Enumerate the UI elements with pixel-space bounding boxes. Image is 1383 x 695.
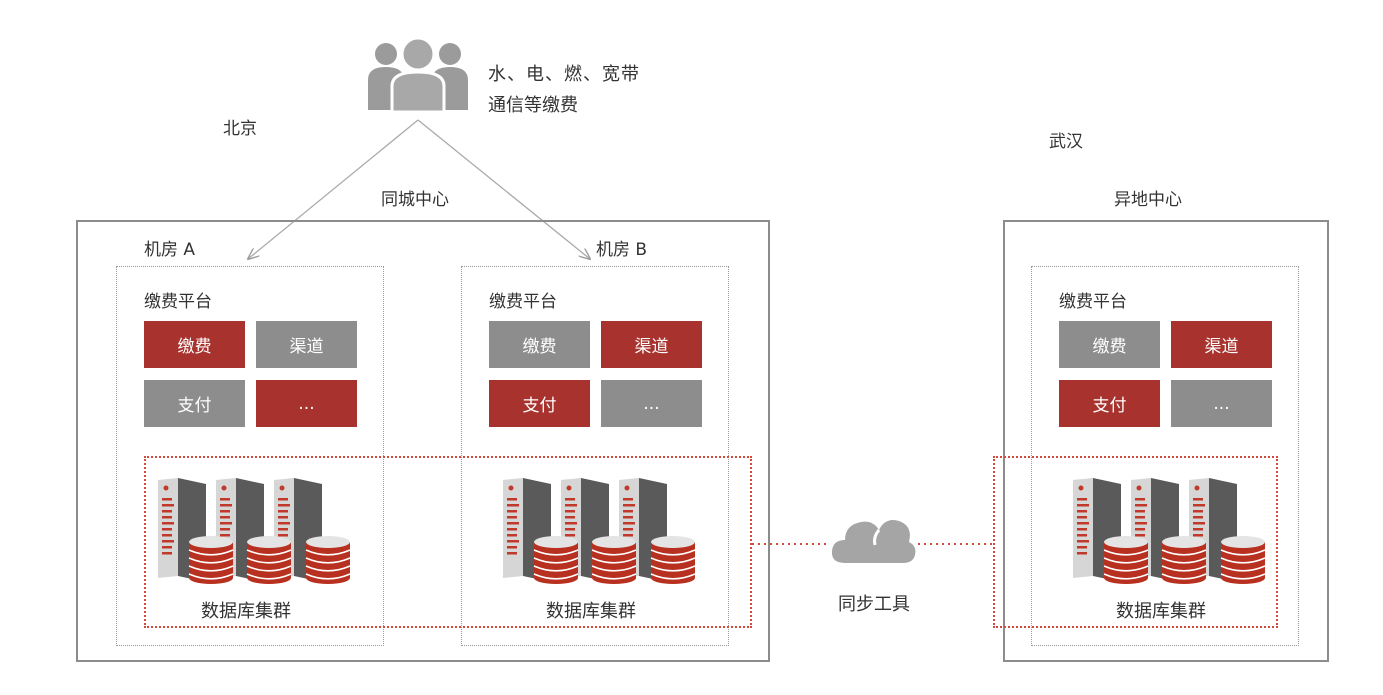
module-channel-remote: 渠道	[1171, 321, 1272, 368]
platform-title-remote: 缴费平台	[1059, 292, 1127, 312]
database-stack-icon	[1103, 536, 1149, 584]
users-caption-line1: 水、电、燃、宽带	[488, 64, 640, 85]
sync-tool-label: 同步工具	[838, 594, 910, 615]
cluster-label-remote: 数据库集群	[1116, 601, 1206, 622]
database-stack-icon	[305, 536, 351, 584]
room-b-label: 机房 B	[596, 240, 648, 260]
location-beijing: 北京	[223, 119, 257, 139]
server-cluster-icon	[1073, 478, 1266, 584]
server-cluster-b	[501, 472, 701, 584]
db-cluster-box-same-city	[144, 456, 752, 628]
server-cluster-icon	[158, 478, 351, 584]
module-pay-b: 支付	[489, 380, 590, 427]
module-fee-b: 缴费	[489, 321, 590, 368]
remote-center-label: 异地中心	[1114, 190, 1182, 210]
module-pay-remote: 支付	[1059, 380, 1160, 427]
db-cluster-box-remote	[993, 456, 1278, 628]
same-city-center-frame	[76, 220, 770, 662]
cluster-label-b: 数据库集群	[546, 601, 636, 622]
module-more-a: ...	[256, 380, 357, 427]
module-more-remote: ...	[1171, 380, 1272, 427]
platform-title-a: 缴费平台	[144, 292, 212, 312]
database-stack-icon	[533, 536, 579, 584]
database-stack-icon	[246, 536, 292, 584]
server-cluster-icon	[503, 478, 696, 584]
same-city-center-label: 同城中心	[381, 190, 449, 210]
module-fee-remote: 缴费	[1059, 321, 1160, 368]
module-pay-a: 支付	[144, 380, 245, 427]
server-cluster-a	[156, 472, 356, 584]
database-stack-icon	[1220, 536, 1266, 584]
cluster-label-a: 数据库集群	[201, 601, 291, 622]
database-stack-icon	[1161, 536, 1207, 584]
module-channel-b: 渠道	[601, 321, 702, 368]
database-stack-icon	[591, 536, 637, 584]
location-wuhan: 武汉	[1049, 132, 1083, 152]
server-icon	[503, 478, 551, 582]
database-stack-icon	[650, 536, 696, 584]
room-a-label: 机房 A	[144, 240, 196, 260]
users-group-icon	[368, 36, 468, 112]
module-more-b: ...	[601, 380, 702, 427]
server-cluster-remote	[1071, 472, 1271, 584]
remote-center-frame	[1003, 220, 1329, 662]
platform-title-b: 缴费平台	[489, 292, 557, 312]
users-caption-line2: 通信等缴费	[488, 95, 578, 116]
arrow-to-room-a	[248, 119, 419, 259]
arrow-to-room-b	[417, 119, 590, 259]
module-fee-a: 缴费	[144, 321, 245, 368]
cloud-icon	[831, 520, 916, 563]
module-channel-a: 渠道	[256, 321, 357, 368]
database-stack-icon	[188, 536, 234, 584]
